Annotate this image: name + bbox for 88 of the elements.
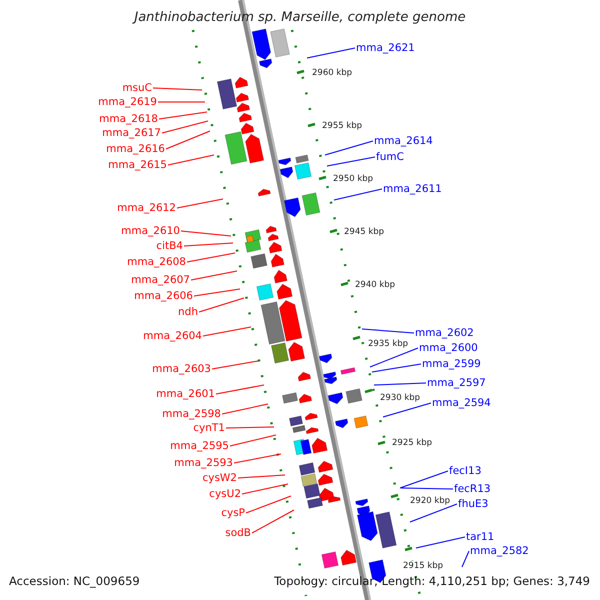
leader-line xyxy=(152,88,202,90)
leader-line xyxy=(222,404,268,414)
leader-line xyxy=(198,298,244,312)
gene-label: mma_2602 xyxy=(415,326,474,340)
gene-label: cysW2 xyxy=(202,471,237,485)
gene-label: cysP xyxy=(221,506,245,520)
gene-label: fecI13 xyxy=(449,464,482,478)
gene-label: mma_2595 xyxy=(170,439,229,453)
leader-line xyxy=(166,130,210,150)
leader-line xyxy=(326,156,376,166)
scale-label: 2945 kbp xyxy=(344,227,384,237)
gene-label: mma_2619 xyxy=(98,95,157,109)
leader-line xyxy=(252,510,294,534)
gene-label: mma_2621 xyxy=(356,41,415,55)
leader-line xyxy=(242,484,288,494)
gene-label: mma_2606 xyxy=(134,289,193,303)
gene-label: mma_2614 xyxy=(374,134,433,148)
gene-label: mma_2607 xyxy=(131,273,190,287)
leader-line xyxy=(246,496,292,514)
leader-line xyxy=(186,252,236,262)
gene-label: mma_2615 xyxy=(108,158,167,172)
leader-line xyxy=(226,426,274,428)
gene-label: tar11 xyxy=(466,530,494,544)
leader-line xyxy=(416,536,466,548)
scale-label: 2935 kbp xyxy=(368,339,408,349)
gene-label: mma_2603 xyxy=(152,362,211,376)
leader-line xyxy=(400,470,448,488)
leader-line xyxy=(334,188,382,200)
leader-line xyxy=(234,454,282,464)
title: Janthinobacterium sp. Marseille, complete genome xyxy=(131,10,467,25)
gene-label: ndh xyxy=(178,305,198,319)
leader-line xyxy=(370,348,418,368)
scale-label: 2915 kbp xyxy=(403,561,444,571)
leader-line xyxy=(306,48,356,58)
leader-line xyxy=(238,474,286,478)
gene-label: mma_2608 xyxy=(127,255,186,269)
scale-label: 2940 kbp xyxy=(355,280,396,290)
gene-label: mma_2600 xyxy=(419,341,478,355)
leader-line xyxy=(372,364,422,372)
gene-label: mma_2593 xyxy=(174,456,233,470)
gene-label: mma_2610 xyxy=(121,224,180,238)
gene-label: mma_2616 xyxy=(106,142,165,156)
leader-line xyxy=(158,112,208,120)
scale-label: 2955 kbp xyxy=(322,121,362,131)
leader-line xyxy=(462,550,470,568)
gene-label: fecR13 xyxy=(454,482,491,496)
scale-label: 2960 kbp xyxy=(312,68,352,78)
leader-line xyxy=(216,384,264,394)
leader-line xyxy=(190,270,238,280)
gene-label: cysU2 xyxy=(209,487,241,501)
scale-label: 2920 kbp xyxy=(410,496,450,506)
leader-line xyxy=(362,328,414,334)
scale-label: 2950 kbp xyxy=(333,174,374,184)
leader-line xyxy=(374,382,426,386)
leader-line xyxy=(168,154,214,166)
leader-line xyxy=(400,488,454,490)
leader-line xyxy=(180,230,232,236)
genome-info-text: Topology: circular; Length: 4,110,251 bp; Genes: 3,749 xyxy=(274,574,590,588)
gene-label: citB4 xyxy=(156,239,183,253)
scale-label: 2930 kbp xyxy=(380,393,420,403)
leader-line xyxy=(176,198,224,208)
leader-line xyxy=(230,434,276,446)
gene-label: mma_2611 xyxy=(383,182,442,196)
leader-line xyxy=(382,402,432,418)
gene-label: mma_2618 xyxy=(99,112,158,126)
leader-line xyxy=(410,504,458,522)
gene-label: mma_2594 xyxy=(432,396,491,410)
leader-line xyxy=(212,360,258,370)
accession-text: Accession: NC_009659 xyxy=(9,574,140,588)
leader-line xyxy=(194,288,240,296)
leader-line xyxy=(324,140,374,156)
gene-label: mma_2599 xyxy=(422,357,481,371)
leader-line xyxy=(162,120,208,134)
gene-label: mma_2597 xyxy=(427,376,486,390)
gene-label: cynT1 xyxy=(193,421,225,435)
gene-label: sodB xyxy=(225,526,251,540)
gene-label: mma_2598 xyxy=(162,407,221,421)
leader-line xyxy=(184,242,234,246)
gene-label: mma_2601 xyxy=(156,387,215,401)
gene-label: mma_2604 xyxy=(143,329,202,343)
gene-label: mma_2582 xyxy=(470,544,529,558)
gene-label: msuC xyxy=(122,81,152,95)
gene-label: mma_2617 xyxy=(102,126,161,140)
gene-label: mma_2612 xyxy=(117,201,176,215)
gene-label: fhuE3 xyxy=(458,497,488,511)
leader-line xyxy=(202,326,252,336)
gene-label: fumC xyxy=(376,150,404,164)
scale-label: 2925 kbp xyxy=(392,438,432,448)
